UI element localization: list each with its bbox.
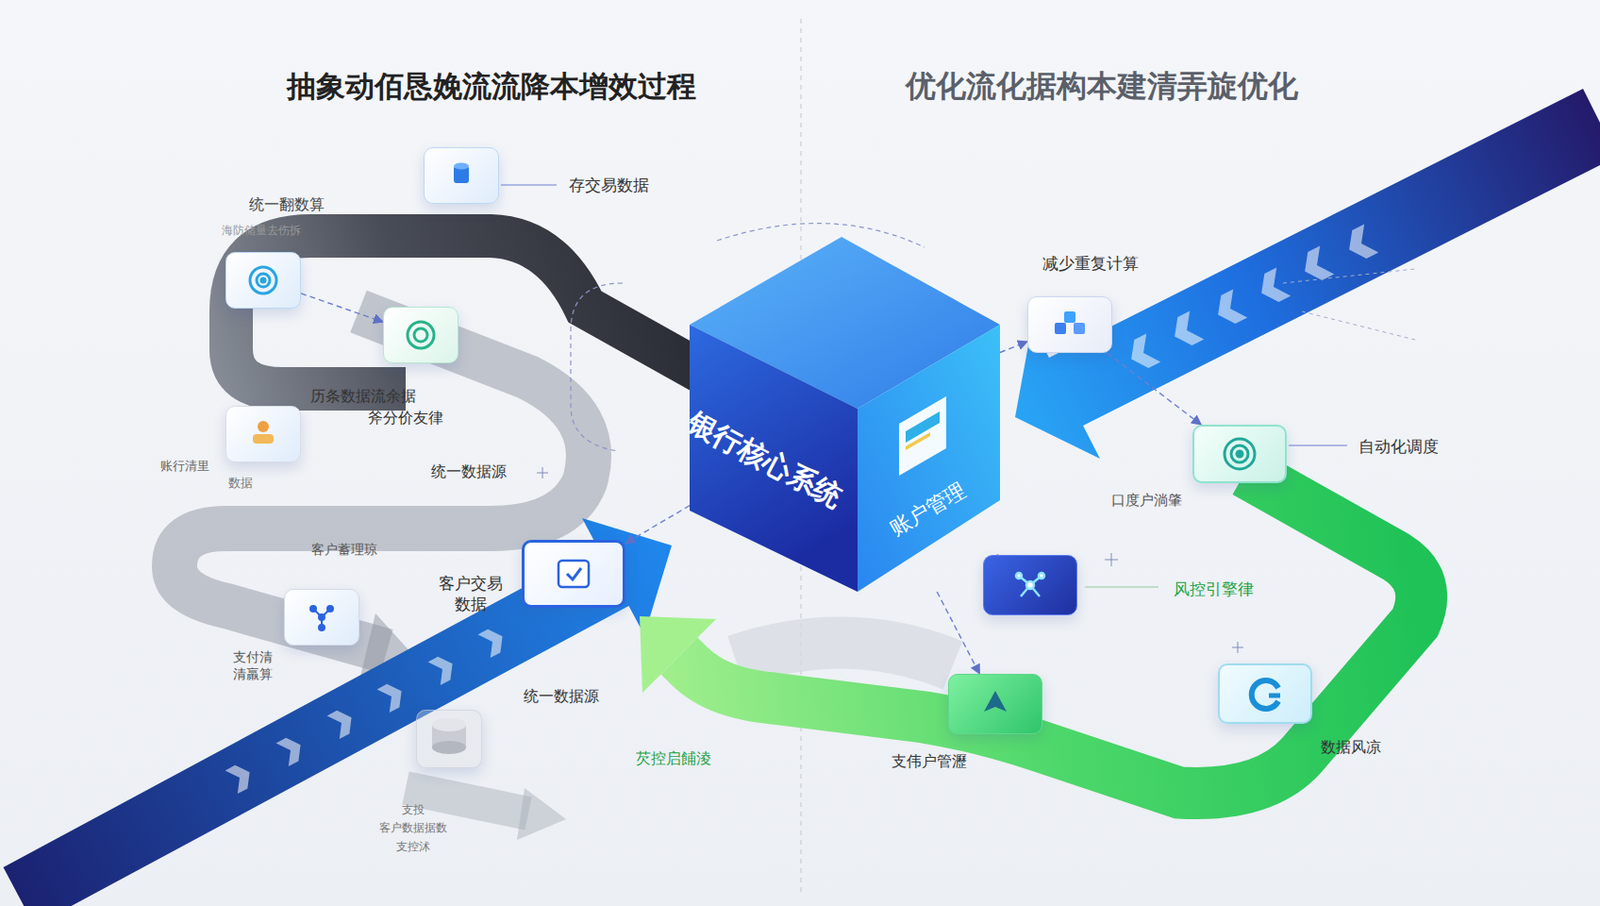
cube-shape xyxy=(689,236,1000,592)
annotation-label: 客户蓄理琼 xyxy=(311,540,378,558)
chevron-stripes xyxy=(1124,224,1380,374)
dashed-guide xyxy=(1283,268,1416,340)
icon-tile: 客户交易 数据 xyxy=(521,539,626,608)
chevron-stripes xyxy=(225,624,510,794)
node-label: 账行清里 xyxy=(160,458,210,475)
annotation-label: 统一数据源 xyxy=(523,686,600,707)
person-icon xyxy=(252,420,274,444)
node-label: 海防储量去伤拆 xyxy=(221,223,301,239)
node-label: 数据 xyxy=(228,475,253,492)
dashed-connector xyxy=(936,591,980,674)
ring-icon xyxy=(250,266,277,294)
icon-tile: 数据风凉 xyxy=(1217,663,1313,724)
check-icon xyxy=(558,560,589,587)
node-label: 斧分价友律 xyxy=(367,408,444,429)
document-icon xyxy=(899,396,947,476)
node-label: 数据风凉 xyxy=(1320,737,1382,758)
leader-line xyxy=(500,183,557,185)
blue-band xyxy=(1015,88,1600,459)
gray-arrowhead xyxy=(516,787,567,840)
ring-icon xyxy=(1224,438,1255,469)
node-label: 支伟户管瀝 xyxy=(891,751,967,772)
network-icon xyxy=(310,605,334,631)
node-label: 统一翻数算 xyxy=(249,195,325,216)
node-label: 自动化调度 xyxy=(1358,436,1439,458)
dashed-connector xyxy=(625,505,690,544)
node-label: 支投 xyxy=(401,802,425,818)
cubes-icon xyxy=(1054,311,1085,334)
node-label: 支控沭 xyxy=(396,839,431,855)
icon-tile: 统一翻数算海防储量去伤拆 xyxy=(225,251,301,309)
node-label: 客户数据据数 xyxy=(379,820,448,836)
node-label: 客户交易 数据 xyxy=(436,573,505,616)
dashed-guide xyxy=(570,283,623,451)
cylinder-icon xyxy=(453,163,469,184)
leader-line xyxy=(1084,586,1159,588)
dashed-guide xyxy=(716,223,925,248)
dashed-connector xyxy=(300,293,384,322)
node-label: 存交易数据 xyxy=(568,175,650,197)
annotation-label: 统一数据源 xyxy=(431,462,507,483)
core-system-cube: 银行核心系统账户管理 xyxy=(689,236,1000,592)
blue-band xyxy=(3,517,673,906)
node-label: 风控引擎律 xyxy=(1173,579,1254,600)
cylinder-icon xyxy=(432,717,467,754)
node-label: 历条数据流余据 xyxy=(310,386,417,407)
annotation-label: 口度户淌肇 xyxy=(1111,490,1183,510)
icon-tile: 减少重复计算 xyxy=(1027,296,1113,353)
icon-tile: 账行清里数据 xyxy=(225,405,301,463)
icon-tile: 风控引擎律 xyxy=(983,554,1078,616)
network-icon xyxy=(1016,572,1045,597)
icon-tile: 存交易数据 xyxy=(423,147,500,204)
node-label: 支付清 清羸算 xyxy=(229,648,277,683)
node-label: 减少重复计算 xyxy=(1042,253,1139,275)
icon-tile: 历条数据流余据斧分价友律 xyxy=(383,306,459,364)
dashed-connector xyxy=(1106,352,1201,425)
icon-tile: 支付清 清羸算 xyxy=(283,588,360,646)
document-line xyxy=(905,432,931,450)
icon-tile: 支投客户数据据数支控沭 xyxy=(416,709,483,768)
icon-tile: 自动化调度 xyxy=(1192,424,1287,484)
arrow-icon xyxy=(983,690,1007,712)
ring-icon xyxy=(407,321,434,349)
icon-tile: 支伟户管瀝 xyxy=(948,673,1043,734)
dashed-connector xyxy=(1000,341,1028,353)
green-arrowhead xyxy=(639,616,717,693)
annotation-label: 芡控启餔淩 xyxy=(635,749,712,769)
refresh-icon xyxy=(1251,680,1281,709)
cube-right xyxy=(857,324,1000,592)
gray-band xyxy=(735,642,953,666)
section-title: 优化流化据构本建清弄旋优化 xyxy=(905,66,1299,107)
page-title: 抽象动佰恳娩流流降本增效过程 xyxy=(286,67,697,106)
leader-line xyxy=(1288,444,1348,446)
